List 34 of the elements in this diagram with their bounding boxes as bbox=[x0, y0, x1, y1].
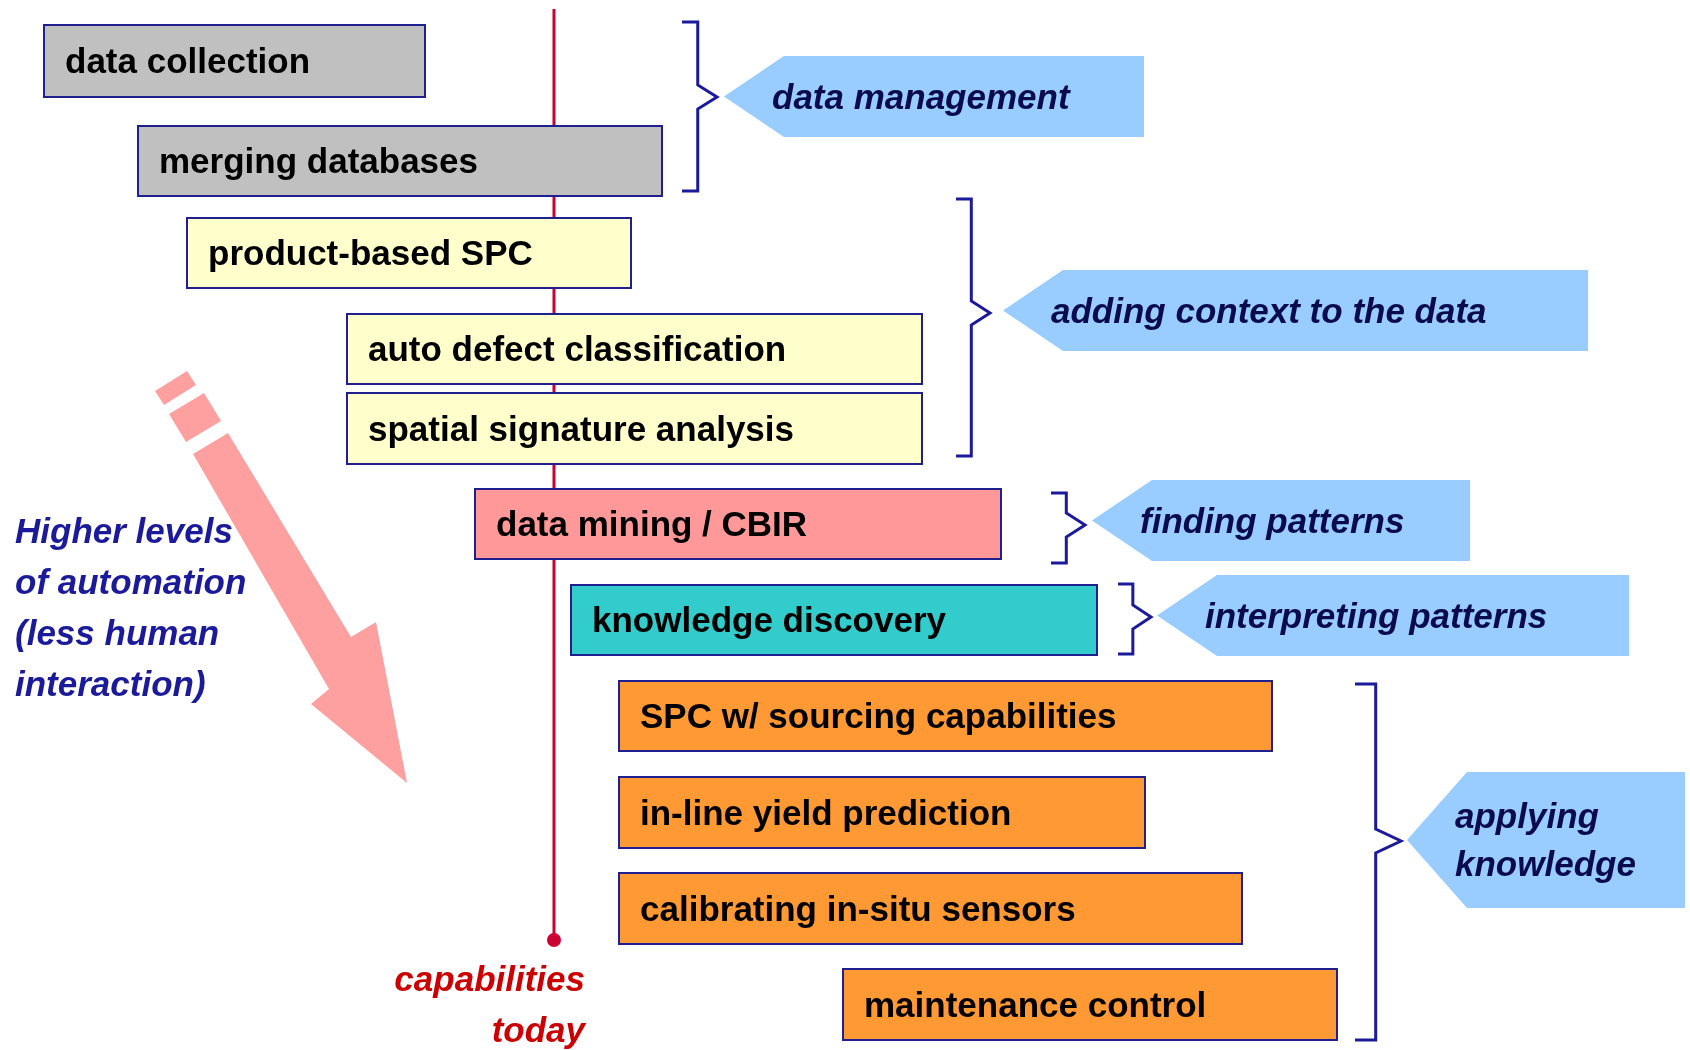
stage-tag bbox=[1092, 480, 1470, 561]
process-box bbox=[474, 488, 1002, 560]
tag-label: interpreting patterns bbox=[1204, 594, 1549, 637]
box-label: knowledge discovery bbox=[592, 600, 947, 640]
process-box bbox=[137, 125, 663, 197]
stage-tag bbox=[1003, 270, 1588, 351]
tag-label: data management bbox=[771, 75, 1072, 118]
process-box bbox=[43, 24, 426, 98]
stage-tag bbox=[1157, 575, 1629, 656]
tag-label: applying knowledge bbox=[1454, 795, 1637, 885]
stage-tag bbox=[724, 56, 1144, 137]
box-label: auto defect classification bbox=[368, 329, 787, 369]
box-label: SPC w/ sourcing capabilities bbox=[640, 696, 1117, 736]
box-label: in-line yield prediction bbox=[640, 792, 1012, 833]
box-label: maintenance control bbox=[864, 984, 1207, 1025]
process-box bbox=[570, 584, 1098, 656]
box-label: spatial signature analysis bbox=[368, 408, 794, 449]
stage-tag bbox=[1407, 772, 1685, 908]
tag-label: finding patterns bbox=[1139, 499, 1406, 542]
box-label: data collection bbox=[65, 41, 311, 81]
process-box bbox=[346, 392, 923, 465]
process-box bbox=[618, 776, 1146, 849]
process-box bbox=[842, 968, 1338, 1041]
box-label: data mining / CBIR bbox=[496, 504, 808, 544]
box-label: product-based SPC bbox=[208, 233, 533, 273]
process-box bbox=[186, 217, 632, 289]
process-box bbox=[618, 872, 1243, 945]
timeline-label: capabilities today bbox=[393, 958, 585, 1050]
tag-label: adding context to the data bbox=[1050, 289, 1488, 332]
process-box bbox=[346, 313, 923, 385]
side-note: Higher levels of automation (less human interaction) bbox=[15, 510, 248, 705]
process-box bbox=[618, 680, 1273, 752]
box-label: merging databases bbox=[159, 141, 478, 181]
box-label: calibrating in-situ sensors bbox=[640, 888, 1076, 929]
